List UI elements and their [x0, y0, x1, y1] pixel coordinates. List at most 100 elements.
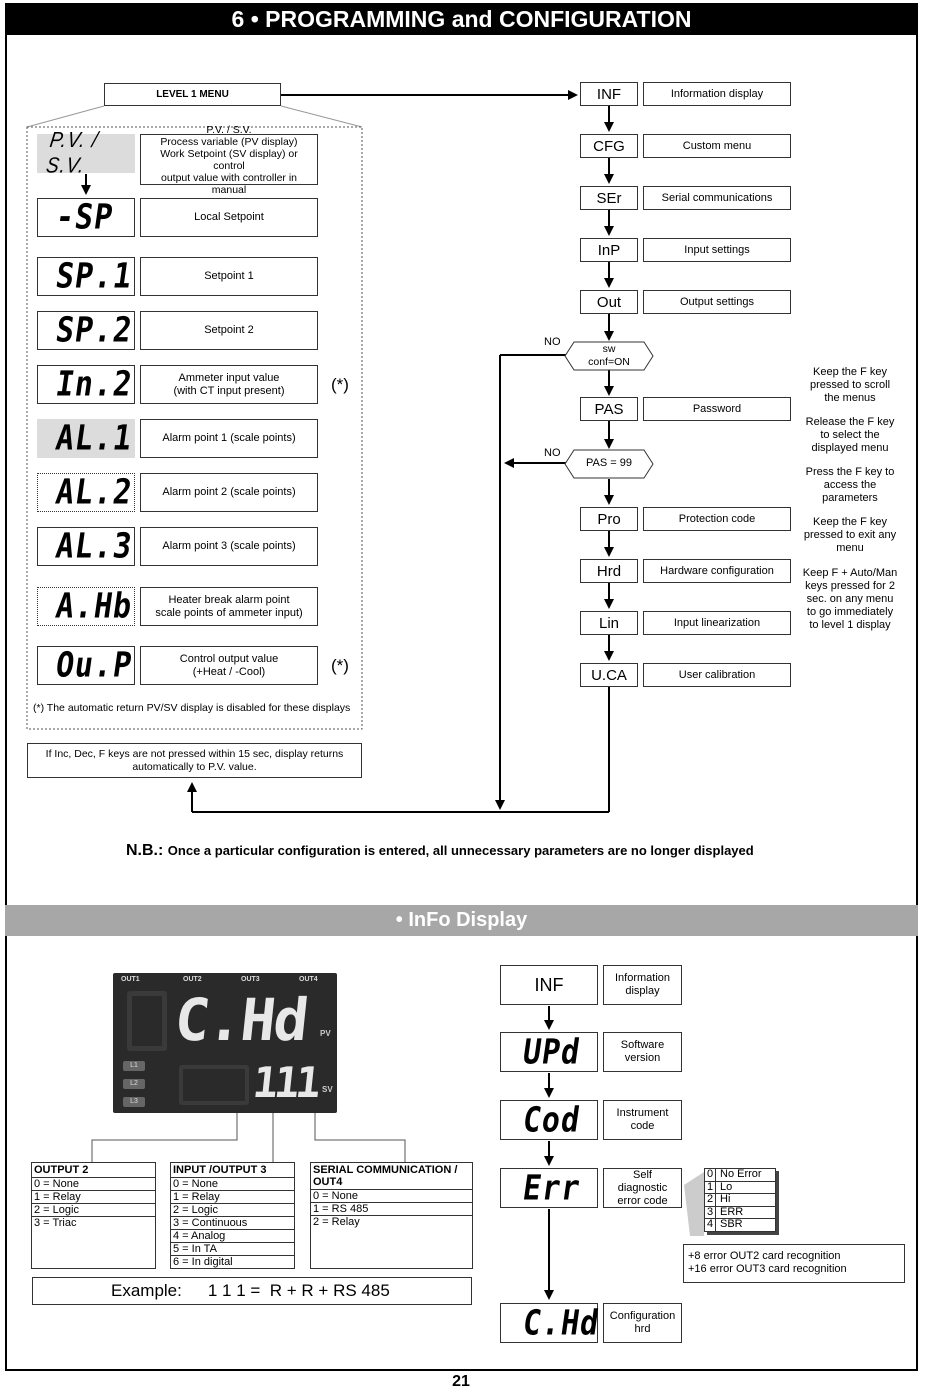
no-label-2: NO — [544, 447, 561, 459]
alarm3-desc: Alarm point 3 (scale points) — [140, 527, 318, 566]
menu-cfg-desc: Custom menu — [643, 134, 791, 158]
output-value-display: Ou.P — [37, 645, 136, 686]
nb-bold: N.B.: — [126, 842, 164, 859]
setpoint1-desc: Setpoint 1 — [140, 257, 318, 296]
output2-row: 1 = Relay — [32, 1191, 155, 1204]
footnote: (*) The automatic return PV/SV display i… — [33, 702, 351, 714]
serial-row: 1 = RS 485 — [311, 1203, 472, 1216]
output2-row: 2 = Logic — [32, 1204, 155, 1217]
setpoint2-code: SP.2 — [53, 310, 136, 351]
pv-sv-display: P.V. / S.V. — [37, 128, 135, 178]
pv-ghost-digit — [127, 991, 167, 1051]
menu-hrd-desc: Hardware configuration — [643, 559, 791, 583]
output-value-code: Ou.P — [53, 645, 136, 686]
led-l2: L2 — [123, 1079, 145, 1089]
menu-pro-desc: Protection code — [643, 507, 791, 531]
serial-row: 2 = Relay — [313, 1216, 360, 1228]
menu-pas-desc: Password — [643, 397, 791, 421]
alarm1-desc: Alarm point 1 (scale points) — [140, 419, 318, 458]
error-text: Hi — [720, 1193, 731, 1205]
alarm2-code: AL.2 — [53, 472, 136, 513]
decision-sw-shape — [564, 341, 654, 371]
led-l1: L1 — [123, 1061, 145, 1071]
error-num: 1 — [705, 1181, 716, 1193]
error-row: 1 Lo — [705, 1180, 775, 1194]
output2-row: 3 = Triac — [34, 1217, 77, 1229]
io3-row: 3 = Continuous — [171, 1217, 294, 1230]
page-number: 21 — [452, 1373, 470, 1390]
example-value: 1 1 1 = R + R + RS 485 — [207, 1281, 390, 1300]
error-row: 2 Hi — [705, 1193, 775, 1207]
menu-inp: InP — [580, 238, 638, 262]
menu-inf: INF — [580, 82, 638, 106]
pv-sv-desc: P.V. / S.V. Process variable (PV display… — [140, 124, 318, 196]
serial-title: SERIAL COMMUNICATION / OUT4 — [311, 1163, 472, 1190]
info-chd-desc: Configuration hrd — [603, 1303, 682, 1343]
error-note-box: +8 error OUT2 card recognition +16 error… — [683, 1244, 905, 1283]
io3-row: 1 = Relay — [171, 1191, 294, 1204]
local-setpoint-desc: Local Setpoint — [140, 198, 318, 237]
error-num: 0 — [705, 1168, 716, 1181]
menu-uca: U.CA — [580, 663, 638, 687]
info-upd-code: UPd — [520, 1031, 584, 1073]
error-row: 0 No Error — [705, 1168, 775, 1182]
error-num: 2 — [705, 1193, 716, 1206]
example-box: Example: 1 1 1 = R + R + RS 485 — [32, 1277, 472, 1305]
no-label-1: NO — [544, 336, 561, 348]
output2-title: OUTPUT 2 — [32, 1163, 155, 1178]
info-banner: • InFo Display — [5, 905, 918, 936]
output-value-desc: Control output value (+Heat / -Cool) — [140, 646, 318, 685]
ammeter-desc: Ammeter input value (with CT input prese… — [140, 365, 318, 404]
alarm3-code: AL.3 — [53, 526, 136, 567]
output2-table: OUTPUT 2 0 = None 1 = Relay 2 = Logic 3 … — [31, 1162, 156, 1269]
io3-row: 6 = In digital — [173, 1256, 233, 1268]
nb-note: N.B.: Once a particular configuration is… — [126, 842, 754, 860]
alarm2-display: AL.2 — [37, 472, 136, 513]
led-l3: L3 — [123, 1097, 145, 1107]
info-chd: C.Hd — [500, 1303, 602, 1343]
info-cod-desc: Instrument code — [603, 1100, 682, 1140]
alarm1-code: AL.1 — [53, 418, 136, 459]
key-note-3: Press the F key to access the parameters — [805, 466, 895, 504]
heater-break-display: A.Hb — [37, 586, 135, 627]
menu-ser-desc: Serial communications — [643, 186, 791, 210]
pv-label: PV — [320, 1029, 331, 1038]
menu-cfg: CFG — [580, 134, 638, 158]
setpoint2-desc: Setpoint 2 — [140, 311, 318, 350]
ammeter-star-note: (*) — [331, 375, 349, 394]
menu-hrd: Hrd — [580, 559, 638, 583]
alarm3-display: AL.3 — [37, 526, 136, 567]
key-note-2: Release the F key to select the displaye… — [805, 416, 895, 454]
menu-uca-desc: User calibration — [643, 663, 791, 687]
pv-sv-code: P.V. / S.V. — [44, 128, 101, 178]
error-text: No Error — [720, 1168, 762, 1180]
level1-menu-box: LEVEL 1 MENU — [104, 83, 281, 106]
info-err-code: Err — [520, 1167, 584, 1209]
io3-row: 4 = Analog — [171, 1230, 294, 1243]
nb-text: Once a particular configuration is enter… — [167, 843, 754, 858]
menu-ser: SEr — [580, 186, 638, 210]
menu-pas: PAS — [580, 397, 638, 421]
example-label: Example: — [111, 1281, 182, 1300]
decision-pas-label: PAS = 99 — [586, 457, 632, 469]
serial-row: 0 = None — [311, 1190, 472, 1203]
output-star-note: (*) — [331, 656, 349, 675]
ammeter-code: In.2 — [53, 364, 136, 405]
menu-out-desc: Output settings — [643, 290, 791, 314]
io3-title: INPUT /OUTPUT 3 — [171, 1163, 294, 1178]
page-title: 6 • PROGRAMMING and CONFIGURATION — [5, 3, 918, 35]
input-output3-table: INPUT /OUTPUT 3 0 = None 1 = Relay 2 = L… — [170, 1162, 295, 1269]
info-err: Err — [500, 1168, 598, 1208]
out2-label: OUT2 — [183, 976, 202, 983]
ammeter-display: In.2 — [37, 364, 136, 405]
sv-ghost-digits — [179, 1065, 249, 1105]
info-chd-code: C.Hd — [520, 1302, 603, 1344]
error-text: Lo — [720, 1180, 733, 1193]
info-err-desc: Self diagnostic error code — [603, 1168, 682, 1208]
menu-inp-desc: Input settings — [643, 238, 791, 262]
heater-break-desc: Heater break alarm point scale points of… — [140, 587, 318, 626]
setpoint1-display: SP.1 — [37, 256, 135, 297]
output2-row: 0 = None — [32, 1178, 155, 1191]
